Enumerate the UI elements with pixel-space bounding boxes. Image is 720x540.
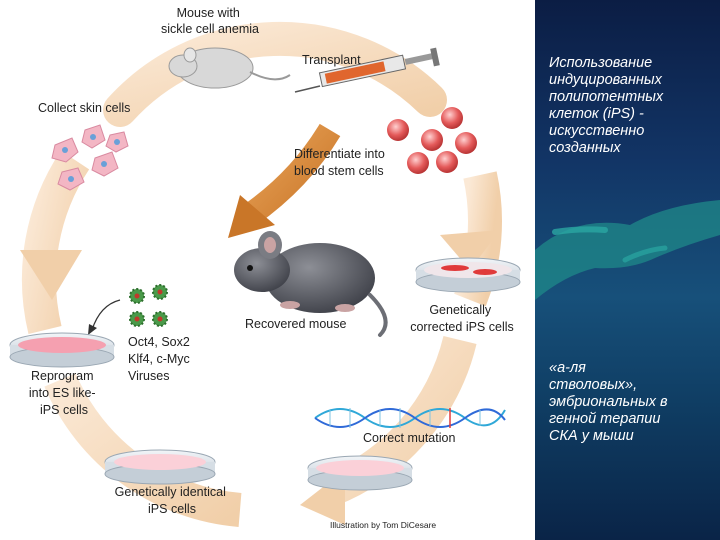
sick-mouse — [168, 47, 291, 89]
mutation-dish — [307, 455, 413, 491]
label-reprogram: Reprogram into ES like- iPS cells — [29, 369, 99, 417]
side-text-conclusion: «а-ля стволовых», эмбриональных в генной… — [549, 360, 668, 444]
label-factors: Oct4, Sox2 Klf4, c-Myc Viruses — [128, 335, 193, 383]
recovery-arrow — [243, 123, 341, 225]
label-differentiate: Differentiate into blood stem cells — [294, 147, 388, 178]
dna-helix — [314, 408, 506, 428]
label-credit: Illustration by Tom DiCesare — [330, 520, 436, 530]
viruses — [129, 284, 168, 327]
label-identical: Genetically identical iPS cells — [115, 485, 230, 516]
reprogram-dish — [9, 332, 115, 368]
syringe — [294, 47, 440, 93]
corrected-dish — [415, 257, 521, 293]
label-mouse-scd: Mouse with sickle cell anemia — [161, 6, 259, 36]
label-mutation: Correct mutation — [363, 431, 455, 445]
hand-silhouette — [535, 200, 720, 300]
label-collect: Collect skin cells — [38, 101, 130, 115]
label-transplant: Transplant — [302, 53, 361, 67]
recovered-mouse — [234, 231, 388, 337]
label-corrected: Genetically corrected iPS cells — [410, 303, 514, 334]
virus-pointer-arrow — [91, 299, 121, 331]
ips-therapy-diagram: Mouse with sickle cell anemia Transplant… — [9, 6, 521, 530]
recovery-arrowhead — [228, 195, 275, 238]
side-panel: Использование индуцированных полипотентн… — [535, 0, 720, 540]
identical-dish — [104, 449, 216, 485]
label-recovered: Recovered mouse — [245, 317, 346, 331]
skin-cells — [51, 124, 129, 191]
blood-stem-cells — [387, 107, 477, 174]
side-text-intro: Использование индуцированных полипотентн… — [549, 55, 664, 156]
